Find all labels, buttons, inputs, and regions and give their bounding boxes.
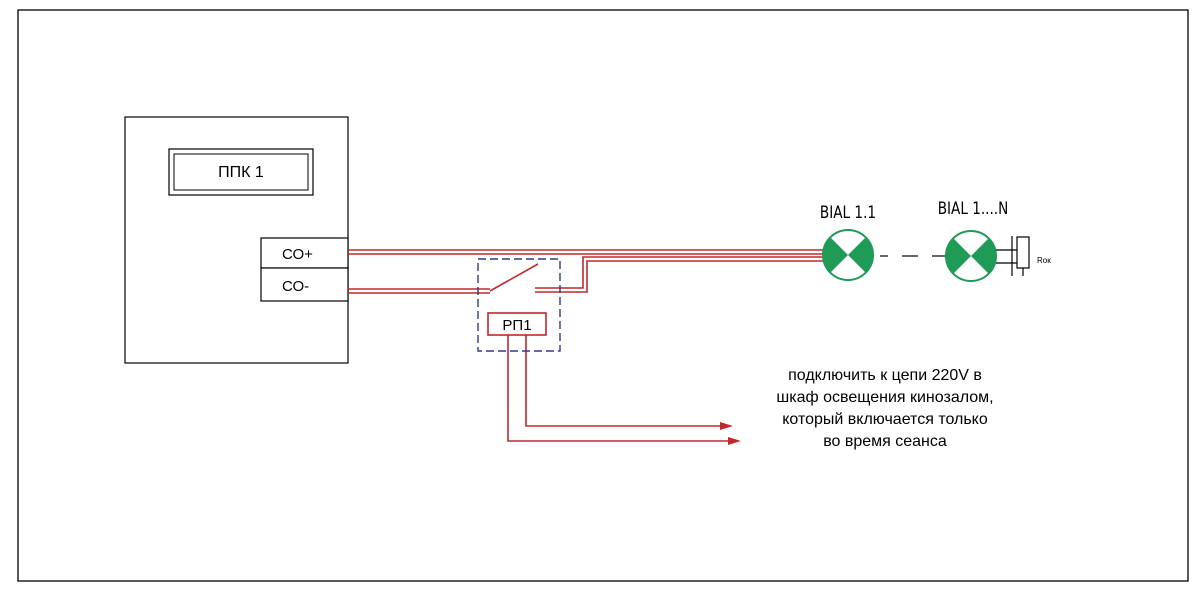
resistor-rok — [996, 236, 1030, 276]
terminal-label-plus: СО+ — [282, 246, 313, 263]
panel-display — [168, 148, 314, 196]
indicator-sector-right — [848, 237, 866, 273]
resistor-body — [1016, 236, 1030, 269]
note-line-2: шкаф освещения кинозалом, — [776, 389, 993, 406]
relay-switch-arm — [489, 263, 539, 292]
note-line-3: который включается только — [782, 411, 988, 428]
indicator-sector-right — [971, 238, 989, 274]
wire-220v-a — [507, 332, 733, 442]
relay-label: РП1 — [502, 317, 531, 334]
device-label-first: BIAL 1.1 — [820, 203, 876, 223]
indicator-fill-left — [945, 238, 953, 274]
arrowheads — [720, 422, 741, 445]
indicator-fill-left — [822, 237, 830, 273]
indicator-fill-right — [989, 238, 997, 274]
relay-rp1: РП1 — [477, 258, 561, 352]
note-line-4: во время сеанса — [823, 433, 947, 450]
indicator-sector-left — [830, 237, 848, 273]
arrowhead-upper — [720, 422, 733, 430]
indicator-bial-1-1: BIAL 1.1 — [820, 203, 876, 281]
relay-enclosure — [477, 258, 561, 352]
note-line-1: подключить к цепи 220V в — [788, 367, 982, 384]
device-label-last: BIAL 1....N — [938, 199, 1009, 219]
panel-display-inner — [173, 153, 309, 191]
indicator-bial-1-n: BIAL 1....N — [938, 199, 1009, 282]
terminal-box-minus — [260, 267, 349, 302]
relay-coil — [487, 312, 547, 336]
wiring — [348, 249, 823, 442]
terminal-label-minus: СО- — [282, 278, 309, 295]
wire-relay-out-b — [535, 260, 823, 293]
control-panel: ППК 1 СО+ СО- — [124, 116, 349, 364]
resistor-label: Rок — [1037, 256, 1051, 265]
wire-relay-out-a — [535, 256, 823, 289]
terminal-box-plus — [260, 237, 349, 269]
wire-220v-b — [525, 332, 725, 427]
arrowhead-lower — [728, 437, 741, 445]
panel-title: ППК 1 — [218, 164, 264, 181]
connection-note: подключить к цепи 220V в шкаф освещения … — [776, 367, 993, 450]
indicator-fill-right — [866, 237, 874, 273]
drawing-frame — [17, 9, 1189, 582]
indicator-sector-left — [953, 238, 971, 274]
